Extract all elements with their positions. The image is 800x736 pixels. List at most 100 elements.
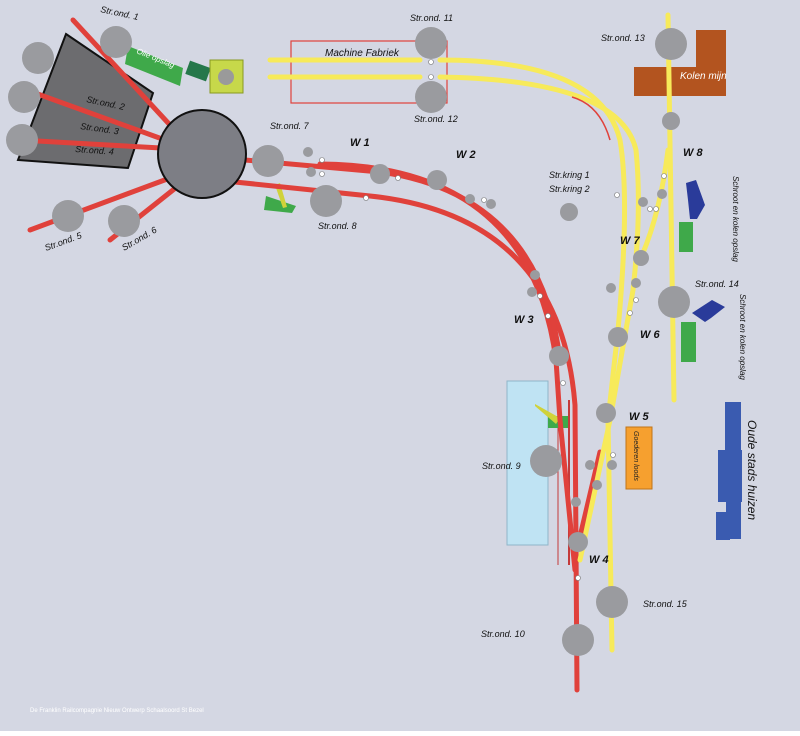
dot	[319, 157, 325, 163]
disc	[592, 480, 602, 490]
dot	[319, 171, 325, 177]
oude-stads-huizen-label: Oude stads huizen	[745, 420, 759, 520]
station-label-8: Str.ond. 8	[318, 221, 357, 231]
coal-bunker	[686, 180, 705, 219]
dot	[428, 74, 434, 80]
switch-label-w3: W 3	[514, 314, 534, 326]
kolen-mijn-building	[634, 30, 726, 96]
track-marker	[571, 96, 611, 141]
shed	[264, 196, 296, 213]
station-label-11: Str.ond. 11	[410, 13, 453, 23]
disc	[560, 203, 578, 221]
house	[716, 512, 730, 540]
disc	[52, 200, 84, 232]
disc	[657, 189, 667, 199]
disc	[108, 205, 140, 237]
junction-dots	[319, 59, 667, 581]
turntable	[157, 109, 247, 199]
disc	[631, 278, 641, 288]
dot	[653, 206, 659, 212]
schroot-opslag-label-2: Schroot en kolen opslag	[738, 294, 747, 380]
station-label-4: Str.ond. 4	[75, 144, 114, 157]
dot	[428, 59, 434, 65]
station-label-12: Str.ond. 12	[414, 114, 458, 124]
disc	[530, 445, 562, 477]
switch-label-w4: W 4	[589, 554, 609, 566]
switch-label-w6: W 6	[640, 329, 660, 341]
house	[718, 450, 742, 502]
disc	[486, 199, 496, 209]
disc	[306, 167, 316, 177]
station-label-9: Str.ond. 9	[482, 461, 521, 471]
red-tracks	[17, 17, 603, 693]
goederen-loods-label: Goederen loods	[632, 431, 639, 481]
disc	[310, 185, 342, 217]
station-discs	[6, 26, 690, 656]
kring-label-2: Str.kring 2	[549, 184, 590, 194]
olie-opslag-building	[125, 46, 183, 86]
switch-label-w7: W 7	[620, 235, 640, 247]
disc	[596, 403, 616, 423]
disc	[608, 327, 628, 347]
olie-tank	[185, 60, 211, 82]
disc	[415, 81, 447, 113]
disc	[585, 460, 595, 470]
station-label-10: Str.ond. 10	[481, 629, 525, 639]
track	[437, 57, 628, 653]
shed	[681, 322, 696, 362]
disc	[571, 497, 581, 507]
disc	[252, 145, 284, 177]
dot	[560, 380, 566, 386]
disc	[100, 26, 132, 58]
crane	[275, 183, 287, 208]
disc	[370, 164, 390, 184]
dot	[395, 175, 401, 181]
dot	[610, 452, 616, 458]
track	[17, 137, 164, 151]
dot	[627, 310, 633, 316]
coal-bunker	[692, 300, 725, 322]
disc	[562, 624, 594, 656]
machine-fabriek-outline	[290, 40, 448, 104]
schroot-opslag-label-1: Schroot en kolen opslag	[731, 176, 740, 262]
dot	[537, 293, 543, 299]
disc	[662, 112, 680, 130]
station-label-14: Str.ond. 14	[695, 279, 739, 289]
track	[377, 169, 563, 363]
disc	[530, 270, 540, 280]
switch-label-w2: W 2	[456, 149, 476, 161]
footer-credit: De Franklin Railcompagnie Nieuw Ontwerp …	[30, 708, 204, 714]
switch-label-w5: W 5	[629, 411, 649, 423]
old-houses-group	[716, 402, 742, 540]
station-label-15: Str.ond. 15	[643, 599, 688, 609]
disc	[465, 194, 475, 204]
machine-fabriek-label: Machine Fabriek	[325, 48, 400, 59]
dot	[661, 173, 667, 179]
station-label-13: Str.ond. 13	[601, 33, 645, 43]
station-label-7: Str.ond. 7	[270, 121, 310, 131]
disc	[427, 170, 447, 190]
kolen-mijn-label: Kolen mijn	[680, 71, 727, 82]
goederen-loods-building	[625, 426, 653, 490]
disc	[22, 42, 54, 74]
disc	[638, 197, 648, 207]
disc	[549, 346, 569, 366]
disc	[6, 124, 38, 156]
disc	[596, 586, 628, 618]
track	[70, 17, 173, 128]
switch-label-w8: W 8	[683, 147, 703, 159]
crane	[535, 404, 560, 424]
house	[725, 402, 741, 454]
dot	[647, 206, 653, 212]
kring-label-1: Str.kring 1	[549, 170, 590, 180]
track	[32, 90, 168, 143]
track	[232, 179, 580, 693]
disc	[415, 27, 447, 59]
dot	[575, 575, 581, 581]
shed	[679, 222, 693, 252]
green-sheds	[264, 183, 696, 428]
track	[575, 449, 603, 548]
disc	[303, 147, 313, 157]
dot	[633, 297, 639, 303]
